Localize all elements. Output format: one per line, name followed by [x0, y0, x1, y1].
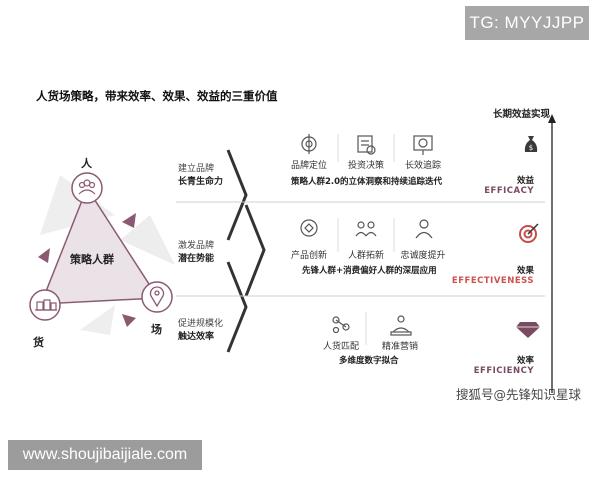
loyalty-icon — [415, 219, 433, 239]
node-goods — [29, 289, 61, 321]
triangle-center-label: 策略人群 — [70, 253, 114, 266]
value-label-en: EFFICIENCY — [473, 366, 534, 376]
icon-label: 忠诚度提升 — [400, 251, 446, 261]
long-term-tracking-icon — [413, 135, 433, 155]
product-innovation-icon — [300, 219, 318, 237]
row-label: 建立品牌 长青生命力 — [178, 163, 223, 189]
row-label-line1: 建立品牌 — [178, 164, 215, 174]
brand-positioning-icon — [301, 134, 317, 154]
axis-label: 长期效益实现 — [493, 109, 551, 120]
deco-triangle — [80, 305, 115, 335]
value-label-zh: 效率 — [516, 356, 534, 366]
location-pin-icon — [149, 286, 165, 308]
axis-arrow-icon — [548, 114, 556, 123]
value-label-en: EFFICACY — [484, 186, 534, 196]
row-summary: 策略人群2.0的立体洞察和持续追踪迭代 — [291, 177, 443, 187]
row-label: 激发品牌 潜在势能 — [178, 240, 214, 266]
icon-label: 人群拓新 — [347, 251, 384, 261]
chevron-right-icon — [226, 149, 248, 241]
goods-matching-icon — [332, 316, 350, 334]
svg-text:$: $ — [529, 144, 533, 152]
row-label-line1: 激发品牌 — [178, 241, 215, 251]
icon-label: 人货匹配 — [322, 342, 359, 352]
target-icon — [519, 223, 539, 243]
chevron-right-icon — [244, 204, 266, 297]
row-label-line2: 长青生命力 — [178, 177, 224, 187]
value-label-zh: 效果 — [516, 266, 534, 276]
node-place — [141, 281, 173, 313]
strategy-triangle — [39, 186, 160, 305]
node-label-people: 人 — [81, 157, 92, 170]
watermark-bottom: www.shoujibaijiale.com — [8, 440, 202, 470]
goods-bags-icon — [35, 299, 57, 311]
people-group-icon — [78, 179, 96, 195]
value-label-zh: 效益 — [516, 176, 534, 186]
deco-triangle — [120, 215, 175, 265]
chevron-right-icon — [226, 261, 248, 353]
diagram-title: 人货场策略，带来效率、效果、效益的三重价值 — [36, 89, 278, 103]
node-people — [71, 172, 103, 204]
row-summary: 多维度数字拟合 — [339, 356, 399, 366]
icon-label: 投资决策 — [347, 161, 384, 171]
investment-decision-icon — [357, 135, 376, 155]
icon-label: 精准营销 — [381, 342, 418, 352]
icon-label: 长效追踪 — [404, 161, 441, 171]
icon-label: 产品创新 — [290, 251, 327, 261]
node-label-goods: 货 — [33, 336, 44, 349]
accent-triangle — [122, 314, 136, 327]
watermark-top: TG: MYYJJPP — [465, 6, 589, 40]
precision-marketing-icon — [390, 315, 412, 336]
watermark-sohu: 搜狐号@先锋知识星球 — [456, 387, 582, 402]
row-label-line1: 促进规模化 — [178, 319, 224, 329]
diamond-icon — [516, 322, 540, 338]
node-label-place: 场 — [151, 323, 162, 336]
accent-triangle — [122, 213, 136, 228]
accent-triangle — [38, 248, 50, 263]
money-bag-icon: $ — [524, 136, 538, 152]
row-label: 促进规模化 触达效率 — [178, 318, 223, 344]
row-summary: 先锋人群+消费偏好人群的深层应用 — [302, 266, 437, 276]
row-label-line2: 潜在势能 — [178, 254, 215, 264]
row-label-line2: 触达效率 — [178, 332, 215, 342]
audience-expansion-icon — [355, 221, 377, 237]
icon-label: 品牌定位 — [290, 161, 327, 171]
value-label-en: EFFECTIVENESS — [451, 276, 534, 286]
